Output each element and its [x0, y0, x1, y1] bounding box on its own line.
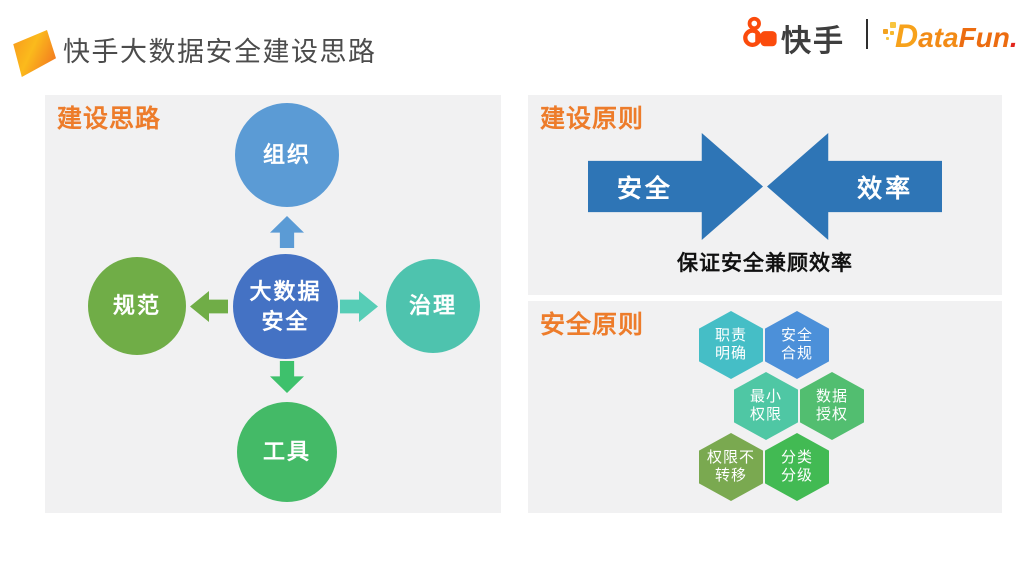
node-governance-label: 治理 [408, 293, 457, 318]
security-arrow-icon: 安全 [588, 133, 763, 240]
bottom-right-panel-label: 安全原则 [540, 311, 645, 339]
hexagon-3-line1: 数据 [815, 388, 848, 405]
panel-construction-principles: 建设原则 安全 效率 保证安全兼顾效率 [528, 95, 1002, 295]
arrow-left-icon [190, 291, 228, 322]
slide-brand-icon [13, 30, 56, 77]
panel-construction-approach: 建设思路 组织 规范 大数据 安全 治理 工具 [45, 95, 501, 513]
node-organization-label: 组织 [262, 142, 311, 167]
panel-security-principles: 安全原则 职责 明确 安全 合规 最小 权限 数据 授权 权限不 转移 分类 分… [528, 301, 1002, 513]
datafun-ata: ata [918, 22, 959, 53]
efficiency-arrow-icon: 效率 [767, 133, 942, 240]
hexagon-2-line2: 权限 [749, 406, 782, 423]
hexagon-0-line2: 明确 [714, 345, 747, 362]
efficiency-arrow-label: 效率 [857, 174, 914, 203]
datafun-fun: Fun [958, 22, 1010, 53]
node-governance: 治理 [386, 259, 480, 353]
arrow-up-icon [270, 216, 304, 248]
node-bigdata-security-line1: 大数据 [249, 278, 322, 304]
node-bigdata-security: 大数据 安全 [233, 254, 338, 359]
logo-divider [866, 19, 868, 49]
hexagon-5-line2: 分级 [780, 467, 813, 484]
left-panel-label: 建设思路 [57, 105, 162, 133]
hexagon-5-line1: 分类 [780, 449, 813, 466]
node-organization: 组织 [235, 103, 339, 207]
node-bigdata-security-line2: 安全 [261, 308, 310, 334]
node-tools: 工具 [237, 402, 337, 502]
hexagon-nontransferable-permission: 权限不 转移 [699, 433, 763, 501]
hexagon-security-compliance: 安全 合规 [765, 311, 829, 379]
principles-caption: 保证安全兼顾效率 [677, 252, 853, 275]
datafun-letter-d: D [895, 18, 919, 54]
kuaishou-camera-icon [741, 14, 779, 52]
security-arrow-label: 安全 [616, 174, 673, 203]
hexagon-1-line2: 合规 [780, 345, 813, 362]
datafun-wordmark: DataFun. [882, 18, 1018, 55]
hexagon-clear-responsibility: 职责 明确 [699, 311, 763, 379]
hexagon-4-line2: 转移 [714, 467, 747, 484]
hexagon-2-line1: 最小 [749, 388, 782, 405]
top-right-panel-label: 建设原则 [540, 105, 645, 133]
arrow-right-icon [340, 291, 378, 322]
kuaishou-wordmark: 快手 [781, 25, 845, 58]
node-tools-label: 工具 [262, 439, 311, 464]
hexagon-least-privilege: 最小 权限 [734, 372, 798, 440]
page-title: 快手大数据安全建设思路 [63, 37, 377, 67]
node-standards: 规范 [88, 257, 186, 355]
datafun-period: . [1009, 22, 1018, 53]
node-standards-label: 规范 [112, 293, 161, 318]
hexagon-3-line2: 授权 [815, 406, 848, 423]
hexagon-0-line1: 职责 [714, 327, 747, 344]
hexagon-4-line1: 权限不 [706, 449, 755, 466]
hexagon-data-authorization: 数据 授权 [800, 372, 864, 440]
datafun-dots-icon [882, 18, 897, 53]
hexagon-classification-grading: 分类 分级 [765, 433, 829, 501]
hexagon-1-line1: 安全 [780, 327, 813, 344]
arrow-down-icon [270, 361, 304, 393]
